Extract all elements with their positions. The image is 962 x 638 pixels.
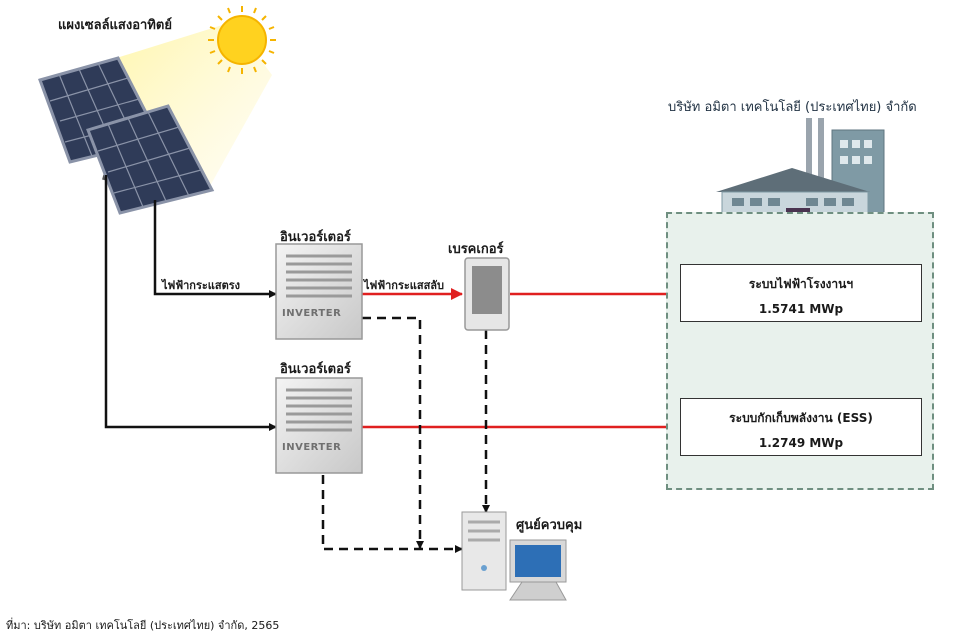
inverter-top-icon — [275, 243, 363, 340]
inverter-top-label: อินเวอร์เตอร์ — [280, 230, 351, 245]
computer-icon — [461, 511, 567, 601]
ess-system-box: ระบบกักเก็บพลังงาน (ESS) 1.2749 MWp — [680, 398, 922, 456]
solar-panel-front — [86, 104, 215, 215]
inverter-top-badge: INVERTER — [282, 308, 342, 319]
company-label: บริษัท อมิตา เทคโนโลยี (ประเทศไทย) จำกัด — [668, 100, 917, 115]
control-center-label: ศูนย์ควบคุม — [516, 518, 583, 533]
sunlight-beam — [110, 22, 272, 195]
dc-power-label: ไฟฟ้ากระแสตรง — [162, 279, 240, 292]
factory-power-system-box: ระบบไฟฟ้าโรงงานฯ 1.5741 MWp — [680, 264, 922, 322]
sun-icon — [208, 6, 276, 74]
inverter-bottom-label: อินเวอร์เตอร์ — [280, 362, 351, 377]
source-note: ที่มา: บริษัท อมิตา เทคโนโลยี (ประเทศไทย… — [6, 619, 280, 632]
factory-power-system-value: 1.5741 MWp — [758, 302, 844, 316]
inverter-bottom-badge: INVERTER — [282, 442, 342, 453]
dc-wiring — [104, 175, 277, 431]
ac-wiring — [362, 288, 707, 433]
control-signal-lines — [321, 316, 490, 553]
ess-system-title: ระบบกักเก็บพลังงาน (ESS) — [729, 411, 873, 425]
factory-power-system-title: ระบบไฟฟ้าโรงงานฯ — [748, 277, 854, 291]
inverter-bottom-icon — [275, 377, 363, 474]
ess-system-value: 1.2749 MWp — [758, 436, 844, 450]
solar-panel-label: แผงเซลล์แสงอาทิตย์ — [58, 18, 172, 33]
breaker-icon — [464, 257, 510, 331]
breaker-label: เบรคเกอร์ — [448, 242, 504, 257]
ac-power-label: ไฟฟ้ากระแสสลับ — [364, 279, 445, 292]
